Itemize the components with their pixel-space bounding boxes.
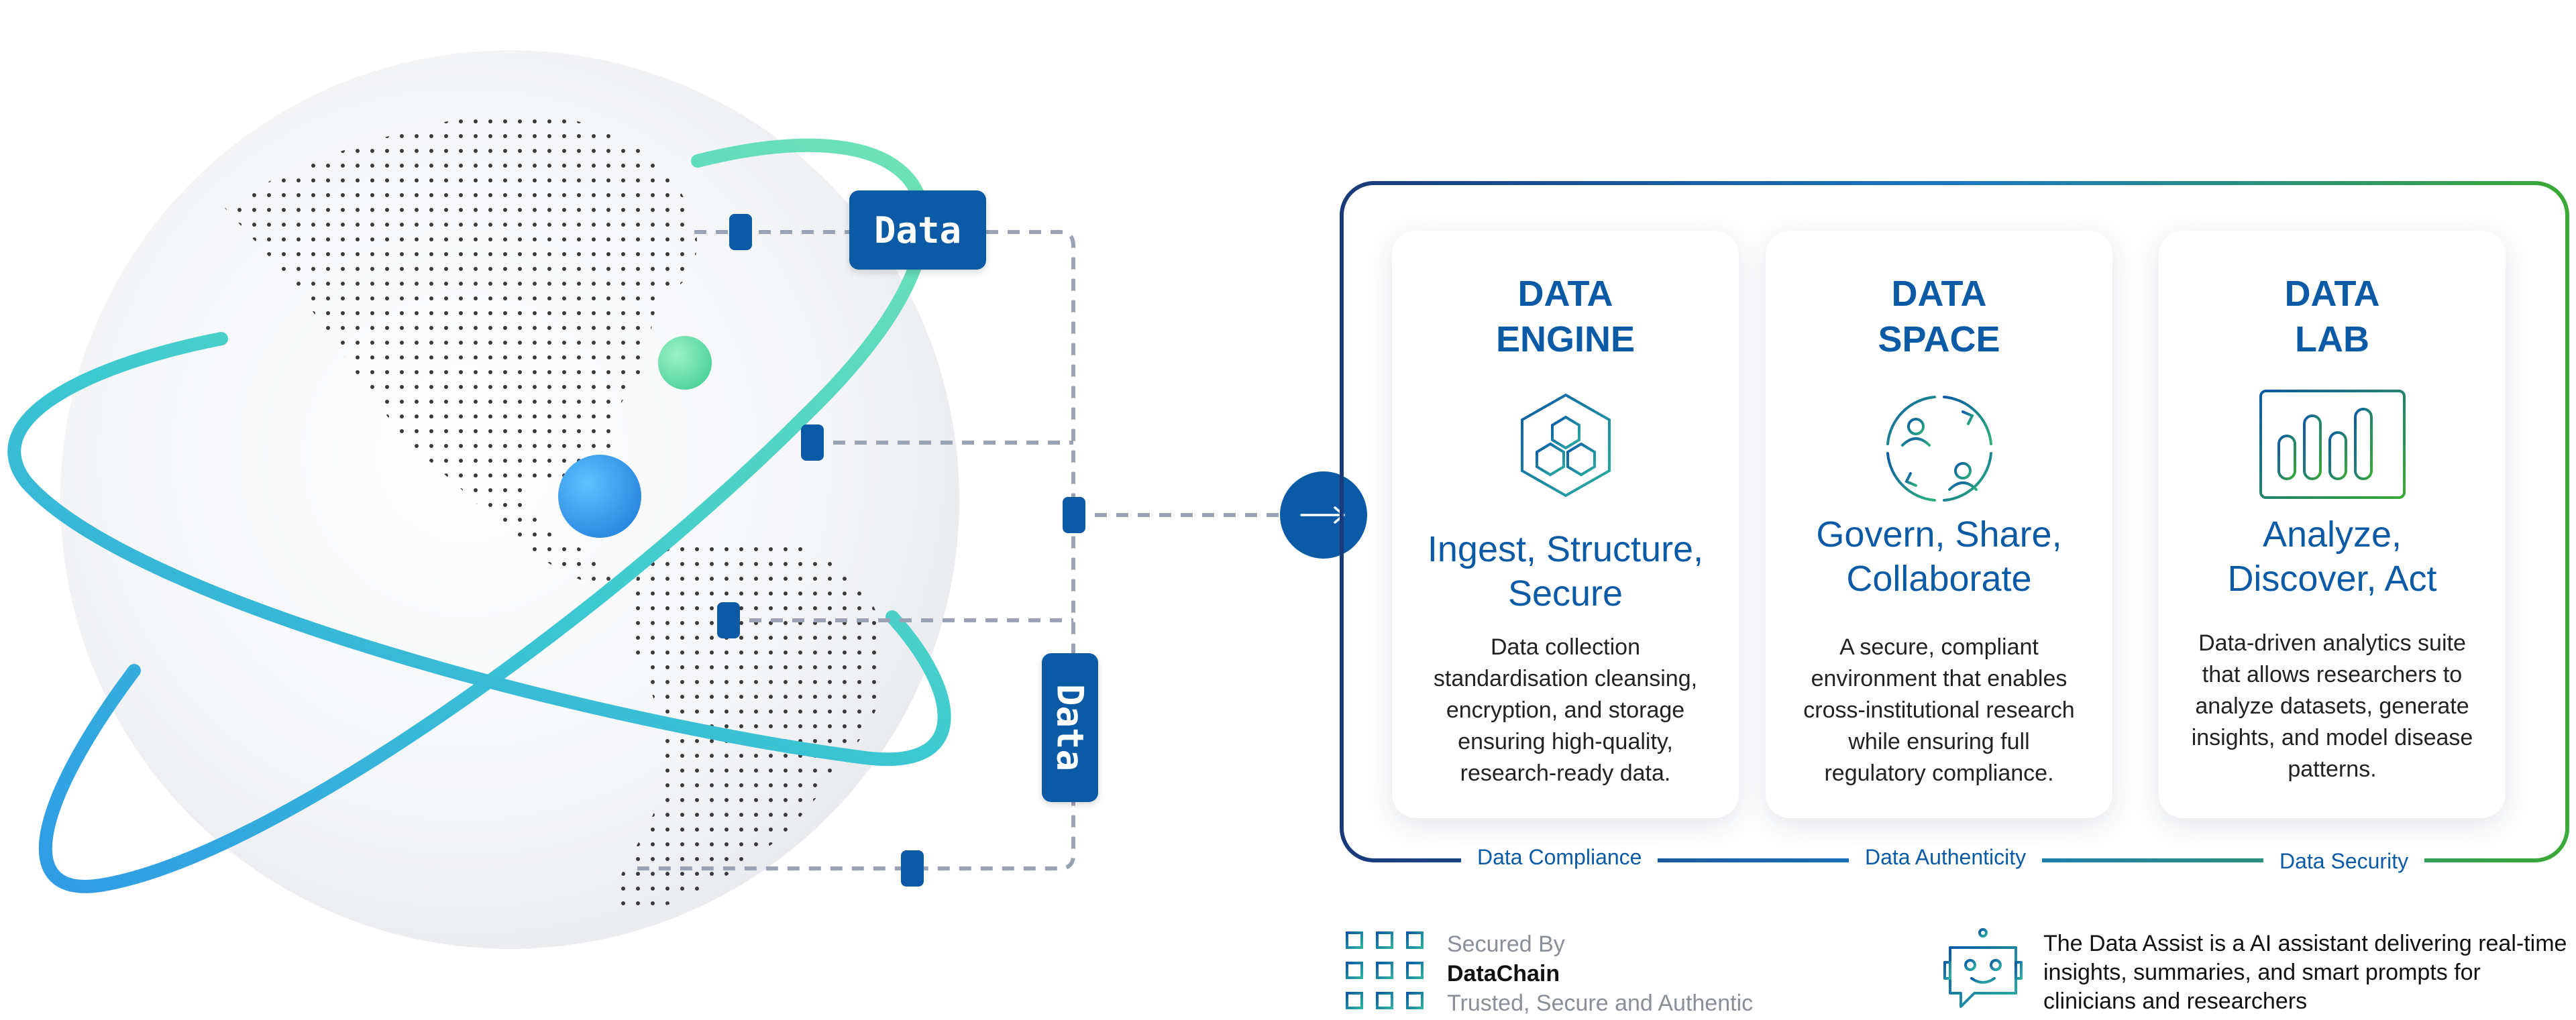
secured-by-block: Secured By DataChain Trusted, Secure and… — [1447, 929, 1753, 1018]
bar-chart-icon — [2259, 390, 2406, 499]
module-card-data-lab: DATA LAB Analyze, Discover, Act Data-dri… — [2159, 231, 2506, 818]
module-card-data-engine: DATA ENGINE Ingest, Structure, Secure Da… — [1392, 231, 1739, 818]
module-subtitle: Analyze, Discover, Act — [2227, 514, 2437, 599]
globe-illustration — [7, 50, 1281, 949]
datachain-brand: DataChain — [1447, 961, 1560, 986]
data-tag-horizontal: Data — [849, 190, 986, 270]
data-connectors — [637, 230, 1281, 870]
secured-by-label: Secured By — [1447, 931, 1565, 957]
frame-label-authenticity: Data Authenticity — [1849, 845, 2043, 870]
module-description: Data-driven analytics suite that allows … — [2191, 630, 2473, 782]
module-description: A secure, compliant environment that ena… — [1803, 634, 2075, 786]
module-description: Data collection standardisation cleansin… — [1433, 634, 1698, 786]
module-subtitle: Ingest, Structure, Secure — [1427, 529, 1704, 614]
globe-green-node — [658, 336, 712, 390]
module-title: DATA SPACE — [1878, 274, 2000, 359]
hexagon-cluster-icon — [1520, 393, 1611, 498]
connector-nodes — [717, 214, 1085, 887]
data-assist-description: The Data Assist is a AI assistant delive… — [2043, 931, 2567, 1014]
module-title: DATA LAB — [2284, 274, 2380, 359]
module-subtitle: Govern, Share, Collaborate — [1816, 514, 2062, 599]
frame-label-security: Data Security — [2263, 849, 2425, 874]
module-card-data-space: DATA SPACE Govern, Share, Collaborate — [1766, 231, 2112, 818]
robot-assistant-icon — [1943, 928, 2023, 1008]
frame-label-compliance: Data Compliance — [1461, 845, 1658, 870]
orbit-rings — [7, 138, 951, 893]
data-tag-vertical: Data — [1042, 653, 1098, 802]
blockchain-grid-icon — [1346, 931, 1424, 1009]
secured-tagline: Trusted, Secure and Authentic — [1447, 990, 1754, 1016]
collaboration-cycle-icon — [1886, 396, 1992, 502]
globe-blue-node — [558, 455, 641, 538]
module-title: DATA ENGINE — [1495, 274, 1635, 359]
south-america-map — [610, 539, 887, 913]
